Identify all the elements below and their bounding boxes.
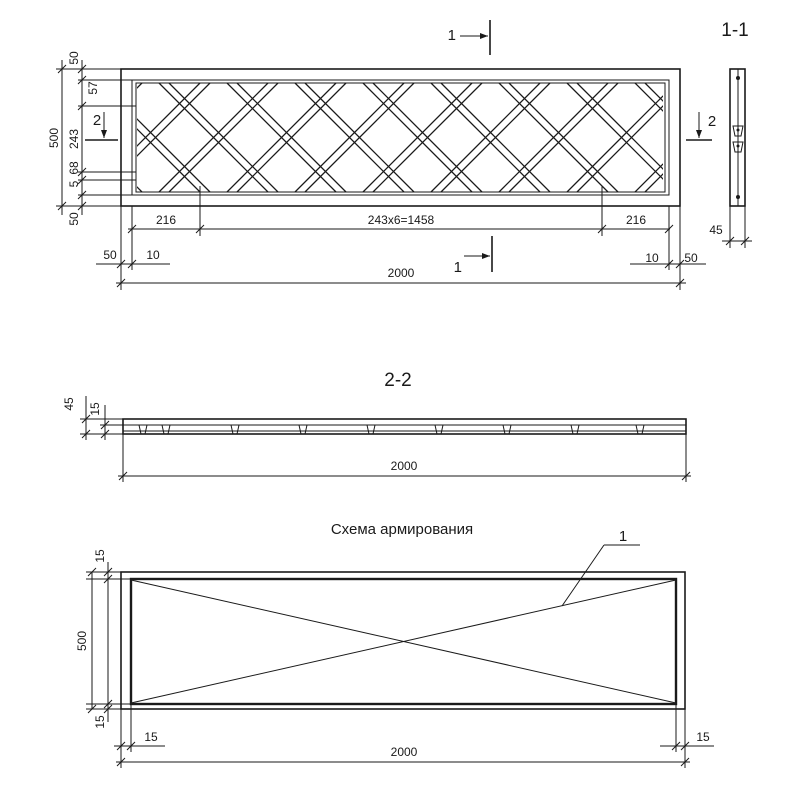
lattice-bar bbox=[226, 83, 337, 192]
dim-bottom-10-left: 10 bbox=[146, 248, 160, 262]
dim-left-57: 57 bbox=[86, 81, 100, 95]
lattice-bar bbox=[771, 83, 800, 192]
reinforcement-mesh-frame bbox=[129, 577, 678, 706]
lattice-bar bbox=[0, 83, 74, 192]
section-2-2-ribs bbox=[138, 424, 645, 435]
dim-left-500: 500 bbox=[47, 128, 61, 148]
section-2-marker-left: 2 bbox=[85, 112, 118, 141]
dim-left-50-bottom: 50 bbox=[67, 212, 81, 226]
section-rib bbox=[366, 424, 376, 435]
section-2-2-title: 2-2 bbox=[384, 370, 411, 391]
dim-left-243: 243 bbox=[67, 129, 81, 149]
section-2-label-left: 2 bbox=[93, 112, 101, 129]
section-rib bbox=[434, 424, 444, 435]
dim-total-2000: 2000 bbox=[388, 266, 415, 280]
lattice-bar bbox=[137, 83, 201, 147]
section-1-marker-bottom: 1 bbox=[454, 236, 493, 276]
diagonal-lattice bbox=[0, 83, 800, 192]
section-2-label-right: 2 bbox=[708, 113, 716, 130]
lattice-bar bbox=[137, 83, 211, 157]
section-1-label-bottom: 1 bbox=[454, 259, 462, 276]
lattice-bar bbox=[781, 83, 800, 192]
dim-left-68: 68 bbox=[67, 161, 81, 175]
section-2-2-profile bbox=[122, 418, 687, 435]
section-1-1-title: 1-1 bbox=[721, 20, 748, 41]
lattice-bar bbox=[498, 83, 609, 192]
lattice-bar bbox=[440, 83, 551, 192]
reinforcement-diagonal-2 bbox=[130, 579, 677, 704]
lattice-bar bbox=[781, 83, 800, 192]
plan-view: 1 1 2 2 bbox=[0, 20, 800, 290]
section-2-marker-right: 2 bbox=[686, 112, 716, 141]
lattice-bar bbox=[703, 83, 800, 192]
lattice-bar bbox=[304, 83, 415, 192]
section-rib bbox=[161, 424, 171, 435]
lattice-bar bbox=[713, 83, 800, 192]
bottom-dimension-row-2: 50 10 10 50 bbox=[96, 206, 706, 290]
dim-bottom-50-left: 50 bbox=[103, 248, 117, 262]
reinforcement-title: Схема армирования bbox=[331, 521, 473, 538]
callout-label: 1 bbox=[619, 528, 627, 545]
lattice-bar bbox=[236, 83, 347, 192]
lattice-bar bbox=[634, 163, 663, 192]
lattice-bar bbox=[158, 83, 269, 192]
section-2-2-depth: 45 bbox=[62, 397, 76, 411]
section-rib bbox=[230, 424, 240, 435]
lattice-bar bbox=[703, 83, 800, 192]
section-2-2: 2-2 45 15 2000 bbox=[62, 370, 691, 482]
section-1-1: 1-1 45 bbox=[709, 20, 752, 248]
lattice-bar bbox=[508, 83, 619, 192]
lattice-bar bbox=[362, 83, 473, 192]
section-rib bbox=[138, 424, 148, 435]
section-1-1-depth: 45 bbox=[709, 223, 723, 237]
bottom-dimension-row-1: 216 243x6=1458 216 bbox=[127, 186, 674, 236]
section-1-marker-top: 1 bbox=[448, 20, 491, 55]
reinforcement-height: 500 bbox=[75, 631, 89, 651]
lattice-bar bbox=[771, 83, 800, 192]
section-2-2-cover: 15 bbox=[88, 402, 102, 416]
lattice-bar bbox=[634, 83, 663, 112]
panel-inner-frame bbox=[131, 79, 670, 196]
reinforcement-length: 2000 bbox=[391, 745, 418, 759]
section-rib bbox=[570, 424, 580, 435]
section-rib bbox=[635, 424, 645, 435]
lattice-bar bbox=[576, 105, 663, 192]
lattice-bar bbox=[0, 83, 74, 192]
dim-bottom-10-right: 10 bbox=[645, 251, 659, 265]
dim-bottom-216-right: 216 bbox=[626, 213, 646, 227]
lattice-bar bbox=[372, 83, 483, 192]
reinforcement-cover-left: 15 bbox=[144, 730, 158, 744]
dim-bottom-50-right: 50 bbox=[684, 251, 698, 265]
lattice-bar bbox=[566, 95, 663, 192]
reinforcement-cover-right: 15 bbox=[696, 730, 710, 744]
left-dimension-chain: 50 57 243 5 68 50 500 bbox=[47, 51, 136, 226]
total-width-dimension: 2000 bbox=[116, 266, 686, 288]
section-1-label-top: 1 bbox=[448, 27, 456, 44]
lattice-bar bbox=[168, 83, 279, 192]
section-2-2-length: 2000 bbox=[391, 459, 418, 473]
lattice-bar bbox=[294, 83, 405, 192]
dim-bottom-216-left: 216 bbox=[156, 213, 176, 227]
callout-leader bbox=[561, 544, 605, 607]
reinforcement-cover-top: 15 bbox=[93, 549, 107, 563]
dim-left-50-top: 50 bbox=[67, 51, 81, 65]
panel-inner-frame-2 bbox=[135, 82, 666, 193]
lattice-bar bbox=[430, 83, 541, 192]
section-rib bbox=[298, 424, 308, 435]
reinforcement-outline bbox=[120, 571, 686, 710]
reinforcement-cover-bottom: 15 bbox=[93, 715, 107, 729]
section-rib bbox=[502, 424, 512, 435]
dim-bottom-1458: 243x6=1458 bbox=[368, 213, 435, 227]
dim-left-5: 5 bbox=[67, 180, 81, 187]
panel-outline bbox=[120, 68, 681, 207]
lattice-bar bbox=[713, 83, 800, 192]
reinforcement-scheme: Схема армирования 1 15 500 15 bbox=[75, 521, 714, 768]
